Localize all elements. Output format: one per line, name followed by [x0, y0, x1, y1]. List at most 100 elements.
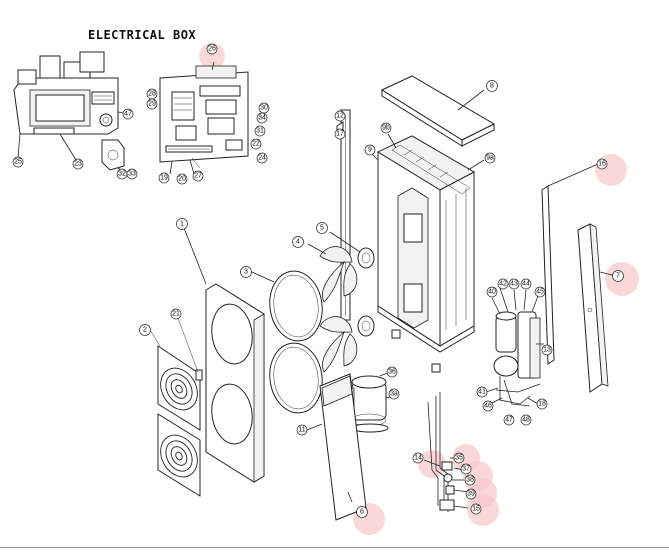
callout-number: 47 — [124, 111, 132, 118]
callout-number: 21 — [172, 311, 180, 318]
callout-circle — [334, 128, 346, 140]
callout-8: 8 — [486, 80, 498, 92]
front-panel — [183, 227, 265, 483]
callout-number: 31 — [256, 128, 264, 135]
callout-4: 4 — [292, 236, 304, 248]
callout-47: 47 — [503, 414, 515, 426]
callout-number: 29 — [148, 101, 156, 108]
callout-number: 13 — [543, 347, 551, 354]
callout-number: 14 — [414, 455, 422, 462]
callout-number: 43 — [510, 281, 518, 288]
callout-17: 17 — [334, 128, 346, 140]
callout-3: 3 — [240, 266, 252, 278]
callout-46: 46 — [482, 400, 494, 412]
callout-circle — [12, 156, 24, 168]
callout-circle — [122, 108, 134, 120]
callout-26: 26 — [206, 43, 218, 55]
callout-number: 11 — [298, 427, 305, 434]
callout-circle — [126, 168, 138, 180]
callout-circle — [256, 152, 268, 164]
callout-circle — [486, 286, 498, 298]
callout-number: 30 — [260, 105, 268, 112]
callout-number: 46 — [484, 403, 492, 410]
callout-circle — [254, 125, 266, 137]
callout-1: 1 — [176, 218, 188, 230]
electrical-box-assembly — [13, 51, 129, 173]
top-cover — [380, 75, 496, 147]
callout-38: 38 — [464, 474, 476, 486]
refrigerant-components — [485, 287, 544, 407]
valve-pipe-assembly — [423, 392, 469, 512]
callout-circle — [497, 278, 509, 290]
callout-number: 9a — [486, 155, 494, 162]
callout-number: 16 — [598, 161, 606, 168]
callout-number: 3a — [390, 391, 398, 398]
callout-number: 18 — [538, 401, 546, 408]
callout-number: 44 — [522, 281, 530, 288]
callout-circle — [192, 170, 204, 182]
callout-circle — [240, 266, 252, 278]
callout-number: 23 — [74, 161, 82, 168]
callout-number: 28 — [148, 91, 156, 98]
callout-circle — [176, 173, 188, 185]
callout-circle — [453, 452, 465, 464]
callout-19: 19 — [158, 172, 170, 184]
callout-circle — [206, 43, 218, 55]
callout-circle — [465, 488, 477, 500]
callout-circle — [460, 463, 472, 475]
callout-6: 6 — [356, 506, 368, 518]
callout-number: 8 — [490, 83, 494, 90]
callout-23: 23 — [72, 158, 84, 170]
callout-45: 45 — [534, 286, 546, 298]
callout-circle — [536, 398, 548, 410]
callout-number: 9b — [382, 125, 390, 132]
callout-circle — [464, 474, 476, 486]
callout-11: 11 — [296, 424, 308, 436]
callout-15: 15 — [470, 503, 482, 515]
callout-44: 44 — [520, 278, 532, 290]
callout-number: 9 — [368, 147, 372, 154]
callout-circle — [334, 110, 346, 122]
diagram-title: ELECTRICAL BOX — [88, 28, 197, 42]
callout-circle — [296, 424, 308, 436]
callout-number: 4 — [296, 239, 300, 246]
callout-24: 24 — [256, 152, 268, 164]
callout-circle — [146, 98, 158, 110]
callout-circle — [316, 222, 328, 234]
callout-number: 19 — [160, 175, 168, 182]
fan-guard-grills — [157, 345, 203, 497]
callout-number: 27 — [194, 173, 202, 180]
callout-circle — [476, 386, 488, 398]
callout-circle — [484, 152, 496, 164]
callout-37: 37 — [460, 463, 472, 475]
callout-number: 41 — [478, 389, 486, 396]
callout-33: 33 — [126, 168, 138, 180]
callout-number: 37 — [462, 466, 470, 473]
callout-18: 18 — [536, 398, 548, 410]
back-panel-strip — [541, 163, 599, 365]
callout-circle — [534, 286, 546, 298]
callout-number: 36 — [388, 369, 396, 376]
callout-39: 39 — [465, 488, 477, 500]
callout-circle — [596, 158, 608, 170]
callout-13: 13 — [541, 344, 553, 356]
callout-circle — [356, 506, 368, 518]
callout-5: 5 — [316, 222, 328, 234]
callout-circle — [486, 80, 498, 92]
callout-number: 1 — [180, 221, 184, 228]
callout-42: 42 — [497, 278, 509, 290]
callout-circle — [386, 366, 398, 378]
callout-number: 42 — [499, 281, 507, 288]
callout-number: 45 — [536, 289, 544, 296]
callout-circle — [612, 270, 624, 282]
callout-number: 26 — [208, 46, 216, 53]
callout-3a: 3a — [388, 388, 400, 400]
callout-31: 31 — [254, 125, 266, 137]
fan-shroud-rings — [251, 270, 323, 414]
unit-chassis-frame — [371, 133, 485, 373]
callout-41: 41 — [476, 386, 488, 398]
callout-circle — [292, 236, 304, 248]
callout-circle — [380, 122, 392, 134]
